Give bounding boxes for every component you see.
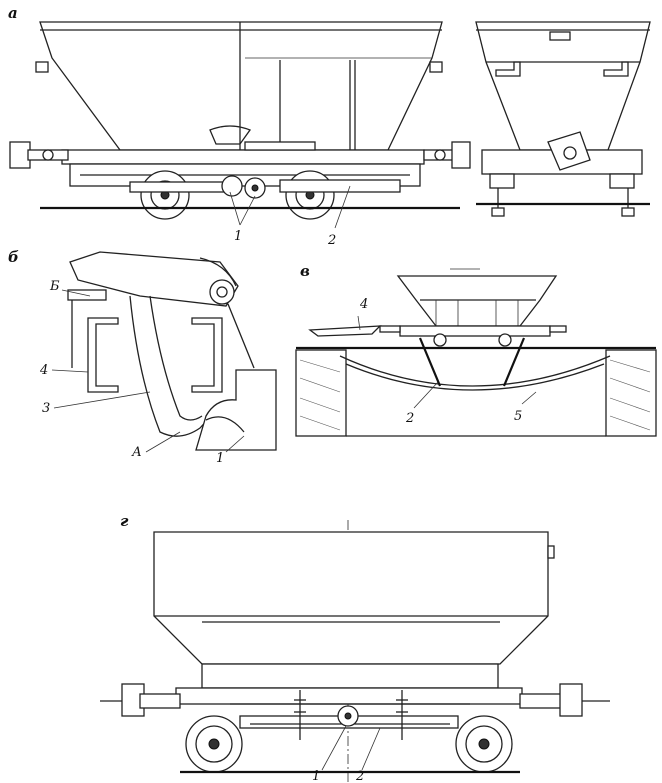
callout-g-1: 1: [312, 769, 320, 783]
channel-right: [191, 317, 223, 393]
callout-b-1: 1: [216, 451, 224, 466]
pit-wall-left: [295, 349, 347, 437]
large-wheel-left: [185, 715, 243, 773]
left-coupler: [9, 141, 69, 169]
right-coupler: [423, 141, 471, 169]
large-underframe: [175, 687, 523, 705]
callout-b-4: 4: [39, 363, 48, 378]
panel-v-letter: в: [300, 262, 310, 280]
channel-left: [87, 317, 119, 393]
panel-v-unloading: в 4 2: [295, 262, 657, 437]
callout-a-2: 2: [327, 233, 336, 248]
callout-a-1: 1: [234, 229, 242, 244]
panel-b-letter: б: [8, 248, 19, 266]
callout-g-2: 2: [355, 769, 364, 783]
large-hopper-body: [153, 531, 549, 665]
large-wheel-right: [455, 715, 513, 773]
small-hopper: [396, 275, 558, 327]
callout-v-2: 2: [405, 411, 414, 426]
panel-g-letter: г: [120, 512, 129, 530]
panel-a-end-view: [475, 21, 651, 217]
callout-b-B: Б: [49, 279, 60, 294]
underframe: [61, 149, 425, 165]
callout-v-5: 5: [514, 409, 522, 424]
large-left-coupler: [100, 683, 181, 717]
panel-a-side-view: а: [8, 4, 471, 248]
callout-v-4: 4: [359, 297, 368, 312]
hopper-body: [39, 21, 443, 151]
panel-a-letter: а: [8, 4, 18, 22]
callout-b-A: А: [131, 445, 142, 460]
large-right-coupler: [519, 683, 610, 717]
panel-g-side-view: г: [100, 512, 610, 783]
pit-wall-right: [605, 349, 657, 437]
callout-b-3: 3: [42, 401, 50, 416]
hopper-end: [475, 21, 651, 151]
panel-b-lock-detail: б Б 4 3 А 1: [8, 248, 277, 466]
